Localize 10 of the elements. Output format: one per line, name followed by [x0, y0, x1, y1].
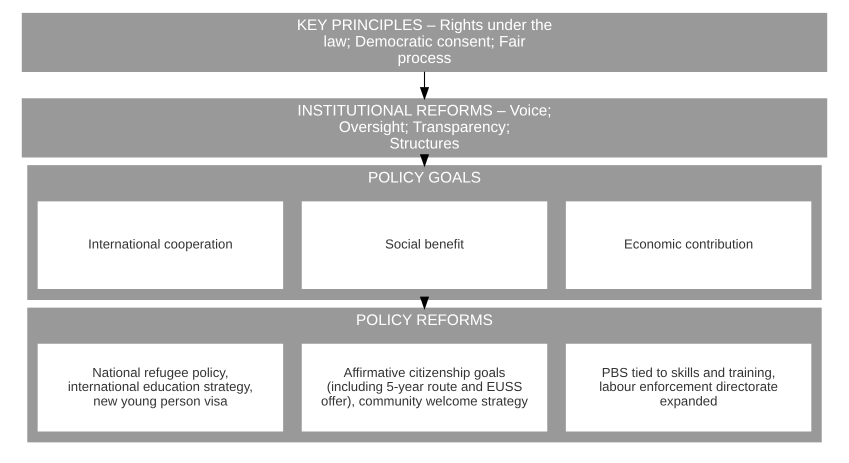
arrow — [420, 154, 430, 167]
node-box: Social benefit — [302, 200, 548, 288]
node-box: PBS tied to skills and training, labour enforcement directorate expanded — [566, 343, 812, 431]
node-box: Economic contribution — [566, 200, 812, 288]
arrow — [420, 296, 430, 310]
arrow — [420, 71, 430, 100]
node-box: KEY PRINCIPLES – Rights under the law; Democratic consent; Fair process — [22, 12, 828, 72]
node-box: National refugee policy, international education strategy, new young person visa — [38, 343, 284, 431]
node-box: International cooperation — [38, 200, 284, 288]
node-box: Affirmative citizenship goals (including 5-year route and EUSS offer), community welcome strategy — [302, 343, 548, 431]
